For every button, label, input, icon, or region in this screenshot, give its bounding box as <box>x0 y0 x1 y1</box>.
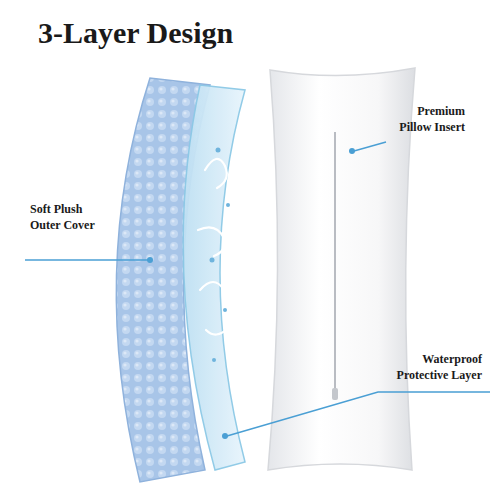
part-label: Waterproof Protective Layer <box>372 352 482 383</box>
zipper-pull <box>332 388 338 400</box>
leader-dots <box>147 148 355 439</box>
waterproof-layer <box>183 85 245 470</box>
water-splash <box>198 159 228 335</box>
water-drops <box>210 148 231 363</box>
zipper <box>334 132 336 395</box>
part-label: Premium Pillow Insert <box>385 104 465 135</box>
diagram-title: 3-Layer Design <box>38 16 233 49</box>
pillow-insert <box>268 68 415 470</box>
part-label: Soft Plush Outer Cover <box>30 202 110 233</box>
leader-lines <box>25 142 490 436</box>
